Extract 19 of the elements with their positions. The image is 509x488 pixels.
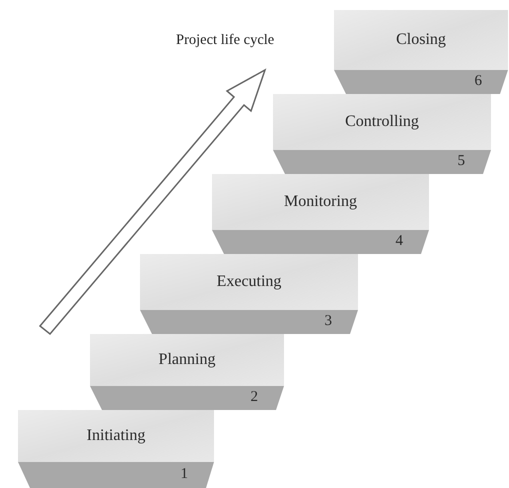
step-label: Monitoring xyxy=(283,193,358,211)
step-block xyxy=(212,174,429,254)
step-label: Closing xyxy=(395,31,447,49)
step-number: 3 xyxy=(324,313,332,330)
step-block xyxy=(273,94,491,174)
step-label: Controlling xyxy=(344,113,420,131)
step-label: Planning xyxy=(158,351,216,369)
step-number: 2 xyxy=(250,389,258,406)
step-number: 6 xyxy=(474,73,482,90)
step-block xyxy=(18,410,214,488)
step-number: 5 xyxy=(458,153,465,170)
step-block xyxy=(140,254,358,334)
step-number: 4 xyxy=(396,233,403,250)
step-label: Initiating xyxy=(86,427,146,445)
step-label: Executing xyxy=(216,273,282,291)
arrow-caption: Project life cycle xyxy=(176,32,274,49)
step-block xyxy=(90,334,284,410)
step-number: 1 xyxy=(180,466,188,483)
step-block xyxy=(334,10,508,94)
